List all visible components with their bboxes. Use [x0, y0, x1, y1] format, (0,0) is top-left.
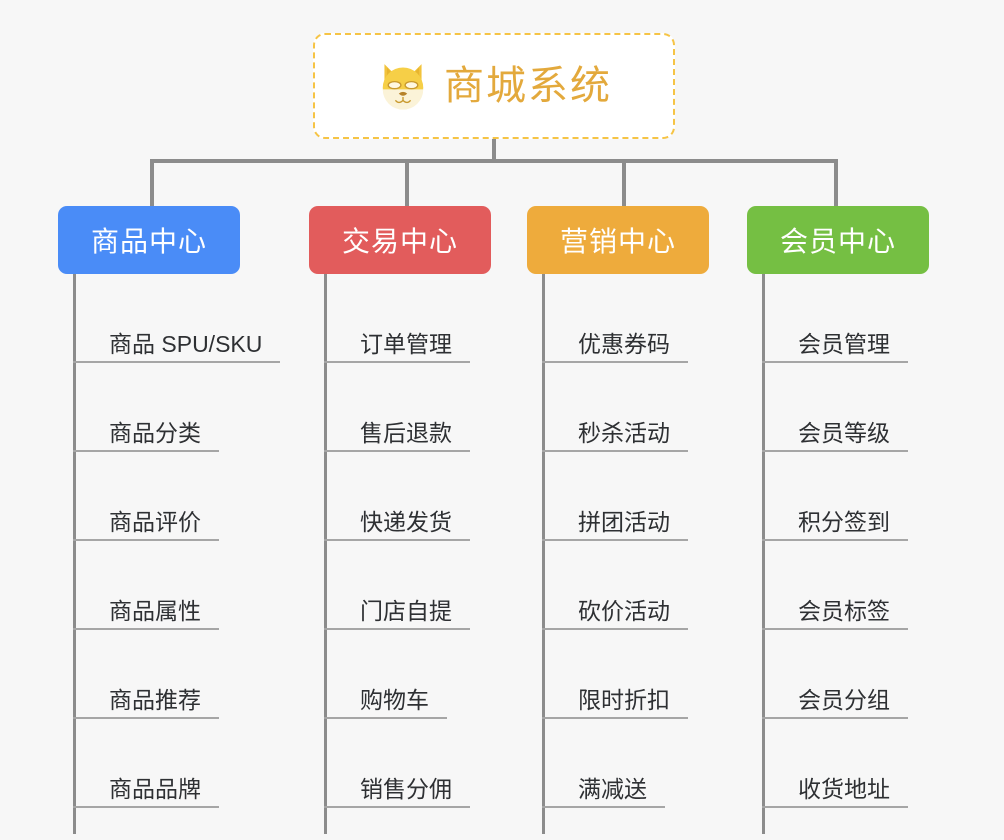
leaf-item[interactable]: 积分签到 — [762, 452, 908, 541]
leaf-item[interactable]: 售后退款 — [324, 363, 470, 452]
category-header-0[interactable]: 商品中心 — [58, 206, 240, 274]
leaf-label: 购物车 — [360, 686, 429, 713]
leaf-label: 砍价活动 — [578, 597, 670, 624]
leaf-item[interactable]: 销售分佣 — [324, 719, 470, 808]
branch-2: 优惠券码 秒杀活动 拼团活动 砍价活动 限时折扣 满减送 — [542, 274, 730, 834]
leaf-label: 门店自提 — [360, 597, 452, 624]
leaf-label: 满减送 — [578, 775, 647, 802]
connector-bus — [150, 159, 838, 163]
leaf-item[interactable]: 商品评价 — [73, 452, 219, 541]
leaf-label: 会员分组 — [798, 686, 890, 713]
dog-face-icon — [382, 64, 424, 110]
category-label: 营销中心 — [559, 226, 676, 257]
root-node[interactable]: 商城系统 — [313, 33, 675, 139]
leaf-item[interactable]: 商品品牌 — [73, 719, 219, 808]
leaf-item[interactable]: 会员分组 — [762, 630, 908, 719]
leaf-label: 销售分佣 — [360, 775, 452, 802]
root-title: 商城系统 — [444, 64, 612, 108]
leaf-item[interactable]: 会员管理 — [762, 274, 908, 363]
branch-3: 会员管理 会员等级 积分签到 会员标签 会员分组 收货地址 — [762, 274, 950, 834]
leaf-label: 秒杀活动 — [578, 419, 670, 446]
connector-drop-1 — [150, 159, 154, 209]
connector-root-stem — [492, 139, 496, 162]
leaf-item[interactable]: 秒杀活动 — [542, 363, 688, 452]
leaf-label: 商品品牌 — [109, 775, 201, 802]
leaf-label: 商品 SPU/SKU — [109, 330, 263, 357]
category-header-2[interactable]: 营销中心 — [527, 206, 709, 274]
leaf-label: 拼团活动 — [578, 508, 670, 535]
branch-spine — [762, 274, 765, 834]
branch-spine — [73, 274, 76, 834]
leaf-label: 会员管理 — [798, 330, 890, 357]
category-header-1[interactable]: 交易中心 — [309, 206, 491, 274]
leaf-item[interactable]: 商品分类 — [73, 363, 219, 452]
leaf-label: 订单管理 — [360, 330, 452, 357]
category-header-3[interactable]: 会员中心 — [747, 206, 929, 274]
leaf-label: 快递发货 — [360, 508, 452, 535]
leaf-item[interactable]: 会员等级 — [762, 363, 908, 452]
leaf-item[interactable]: 商品 SPU/SKU — [73, 274, 281, 363]
connector-drop-4 — [834, 159, 838, 209]
leaf-label: 积分签到 — [798, 508, 890, 535]
leaf-label: 会员标签 — [798, 597, 890, 624]
leaf-label: 会员等级 — [798, 419, 890, 446]
leaf-item[interactable]: 快递发货 — [324, 452, 470, 541]
leaf-label: 收货地址 — [798, 775, 890, 802]
connector-drop-3 — [622, 159, 626, 209]
leaf-label: 限时折扣 — [578, 686, 670, 713]
leaf-label: 商品分类 — [109, 419, 201, 446]
leaf-item[interactable]: 满减送 — [542, 719, 665, 808]
category-label: 商品中心 — [90, 226, 207, 257]
leaf-item[interactable]: 优惠券码 — [542, 274, 688, 363]
leaf-item[interactable]: 商品属性 — [73, 541, 219, 630]
leaf-label: 售后退款 — [360, 419, 452, 446]
leaf-item[interactable]: 会员标签 — [762, 541, 908, 630]
leaf-item[interactable]: 拼团活动 — [542, 452, 688, 541]
leaf-label: 商品属性 — [109, 597, 201, 624]
category-label: 交易中心 — [341, 226, 458, 257]
leaf-item[interactable]: 订单管理 — [324, 274, 470, 363]
leaf-label: 商品评价 — [109, 508, 201, 535]
branch-0: 商品 SPU/SKU 商品分类 商品评价 商品属性 商品推荐 商品品牌 — [73, 274, 283, 834]
leaf-item[interactable]: 门店自提 — [324, 541, 470, 630]
leaf-label: 商品推荐 — [109, 686, 201, 713]
branch-spine — [542, 274, 545, 834]
branch-spine — [324, 274, 327, 834]
category-label: 会员中心 — [779, 226, 896, 257]
leaf-label: 优惠券码 — [578, 330, 670, 357]
leaf-item[interactable]: 限时折扣 — [542, 630, 688, 719]
leaf-item[interactable]: 收货地址 — [762, 719, 908, 808]
leaf-item[interactable]: 购物车 — [324, 630, 447, 719]
branch-1: 订单管理 售后退款 快递发货 门店自提 购物车 销售分佣 — [324, 274, 512, 834]
connector-drop-2 — [405, 159, 409, 209]
leaf-item[interactable]: 砍价活动 — [542, 541, 688, 630]
leaf-item[interactable]: 商品推荐 — [73, 630, 219, 719]
